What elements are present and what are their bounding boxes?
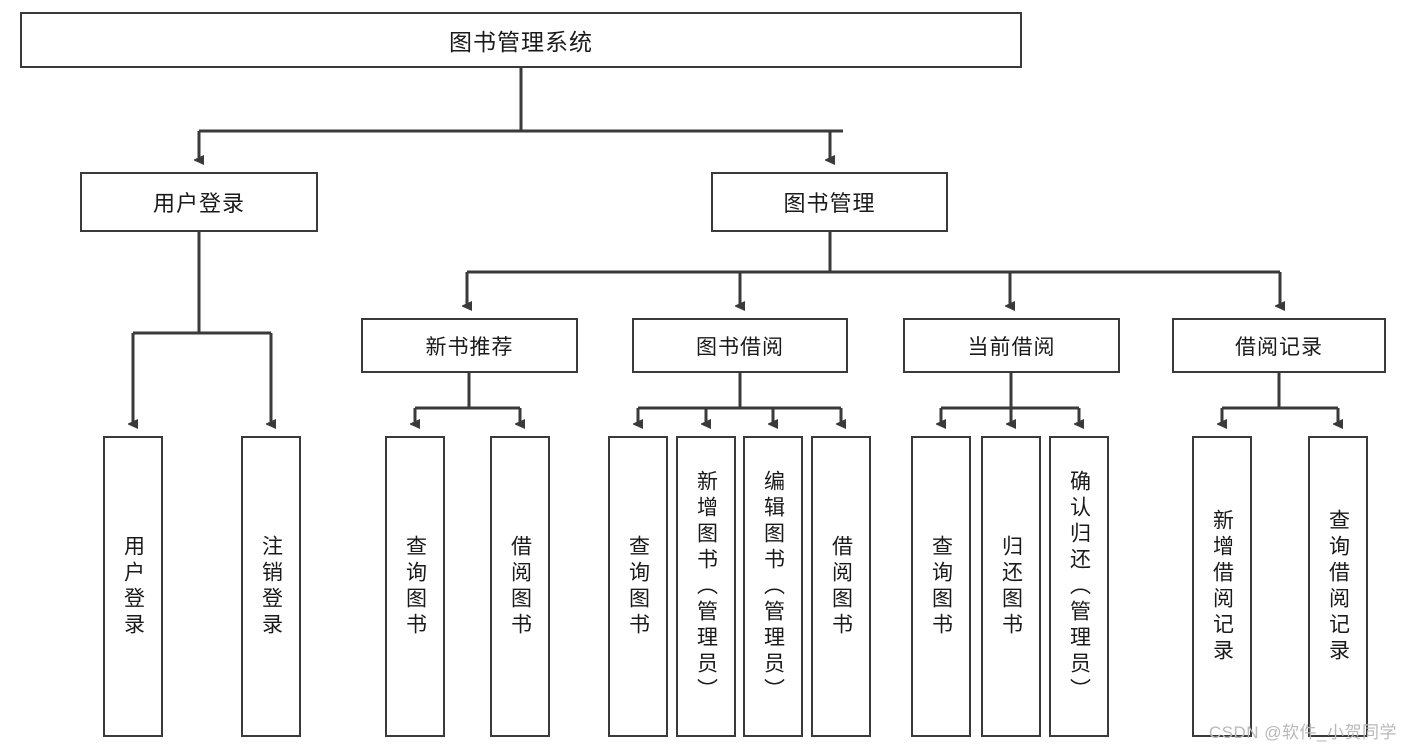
node-label: 注销登录 xyxy=(259,534,283,639)
node-label: 查询借阅记录 xyxy=(1326,508,1350,665)
node-label: 确认归还（管理员） xyxy=(1067,469,1091,704)
leaf-newbook-query-book[interactable]: 查询图书 xyxy=(385,436,445,737)
node-book-management[interactable]: 图书管理 xyxy=(711,172,948,232)
leaf-borrow-query-book[interactable]: 查询图书 xyxy=(608,436,668,737)
leaf-record-add-record[interactable]: 新增借阅记录 xyxy=(1192,436,1252,737)
node-label: 查询图书 xyxy=(626,534,650,639)
leaf-current-confirm-return[interactable]: 确认归还（管理员） xyxy=(1049,436,1109,737)
leaf-user-login[interactable]: 用户登录 xyxy=(103,436,163,737)
node-label: 查询图书 xyxy=(403,534,427,639)
leaf-borrow-add-book[interactable]: 新增图书（管理员） xyxy=(676,436,736,737)
node-label: 借阅图书 xyxy=(829,534,853,639)
node-label: 归还图书 xyxy=(999,534,1023,639)
node-label: 借阅记录 xyxy=(1235,335,1323,359)
leaf-user-logout[interactable]: 注销登录 xyxy=(241,436,301,737)
leaf-borrow-edit-book[interactable]: 编辑图书（管理员） xyxy=(743,436,803,737)
node-label: 新增借阅记录 xyxy=(1210,508,1234,665)
node-borrow-record[interactable]: 借阅记录 xyxy=(1172,318,1386,373)
node-label: 借阅图书 xyxy=(508,534,532,639)
node-label: 用户登录 xyxy=(121,534,145,639)
node-label: 新书推荐 xyxy=(425,335,514,359)
node-label: 编辑图书（管理员） xyxy=(761,469,785,704)
node-label: 用户登录 xyxy=(152,191,245,216)
leaf-record-query-record[interactable]: 查询借阅记录 xyxy=(1308,436,1368,737)
node-book-borrow[interactable]: 图书借阅 xyxy=(632,318,848,373)
leaf-current-query-book[interactable]: 查询图书 xyxy=(911,436,971,737)
leaf-newbook-borrow-book[interactable]: 借阅图书 xyxy=(490,436,550,737)
leaf-borrow-borrow-book[interactable]: 借阅图书 xyxy=(811,436,871,737)
node-label: 当前借阅 xyxy=(967,335,1056,359)
node-label: 图书管理 xyxy=(783,191,876,216)
node-label: 图书管理系统 xyxy=(449,29,593,55)
node-current-borrow[interactable]: 当前借阅 xyxy=(903,318,1120,373)
leaf-current-return-book[interactable]: 归还图书 xyxy=(981,436,1041,737)
node-new-book-recommend[interactable]: 新书推荐 xyxy=(361,318,578,373)
node-label: 图书借阅 xyxy=(696,335,784,359)
csdn-watermark: CSDN @软件_小贺同学 xyxy=(1208,723,1397,742)
node-label: 新增图书（管理员） xyxy=(694,469,718,704)
node-root-system[interactable]: 图书管理系统 xyxy=(20,12,1022,68)
node-user-login[interactable]: 用户登录 xyxy=(80,172,318,232)
node-label: 查询图书 xyxy=(929,534,953,639)
